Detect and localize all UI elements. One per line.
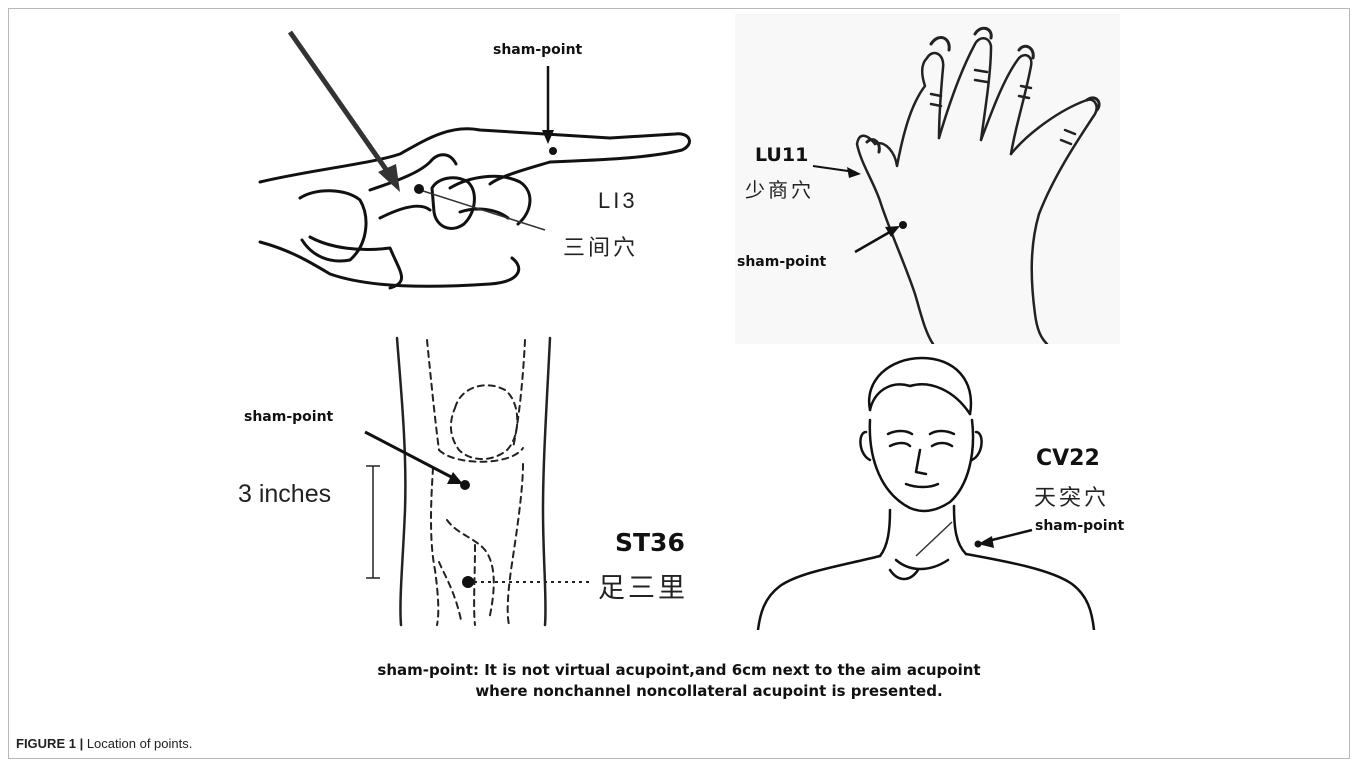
finger-sham-label: sham-point bbox=[493, 42, 582, 58]
neck-cn-label: 天突穴 bbox=[1034, 480, 1109, 512]
panel-knee-st36: sham-point 3 inches ST36 足三里 bbox=[225, 330, 725, 630]
hand-cn-label: 少商穴 bbox=[745, 174, 814, 203]
knee-measure-label: 3 inches bbox=[238, 480, 331, 509]
hand-code-label: LU11 bbox=[755, 144, 808, 166]
caption-text: Location of points. bbox=[87, 736, 193, 751]
knee-code-label: ST36 bbox=[615, 528, 685, 557]
finger-code-label: LI3 bbox=[598, 188, 638, 214]
caption-label: FIGURE 1 | bbox=[16, 736, 83, 751]
note-line-1: sham-point: It is not virtual acupoint,a… bbox=[0, 660, 1358, 681]
panel-finger-li3: sham-point LI3 三间穴 bbox=[250, 12, 720, 312]
note-line-2: where nonchannel noncollateral acupoint … bbox=[0, 681, 1358, 702]
neck-sham-label: sham-point bbox=[1035, 518, 1124, 534]
hand-sham-label: sham-point bbox=[737, 254, 826, 270]
knee-sham-label: sham-point bbox=[244, 409, 333, 425]
panel-hand-lu11: LU11 少商穴 sham-point bbox=[735, 14, 1120, 344]
knee-cn-label: 足三里 bbox=[598, 566, 688, 605]
figure-caption: FIGURE 1 | Location of points. bbox=[16, 736, 192, 751]
finger-illustration bbox=[250, 12, 720, 312]
sham-point-note: sham-point: It is not virtual acupoint,a… bbox=[0, 660, 1358, 702]
finger-cn-label: 三间穴 bbox=[563, 230, 638, 262]
neck-code-label: CV22 bbox=[1036, 446, 1100, 471]
panel-neck-cv22: CV22 天突穴 sham-point bbox=[740, 350, 1140, 630]
